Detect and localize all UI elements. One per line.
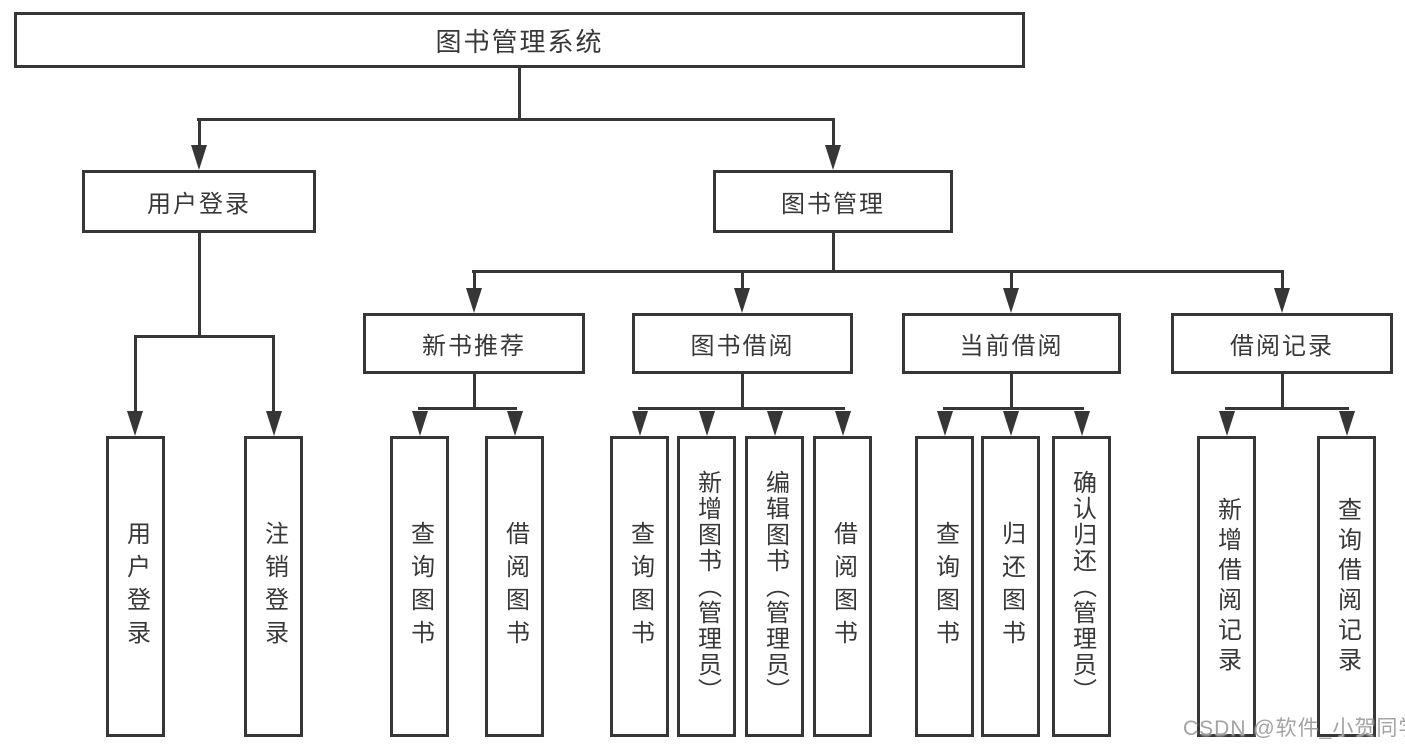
node-root-label: 图书管理系统	[435, 26, 604, 57]
node-current-borrow: 当前借阅	[902, 313, 1121, 374]
arrowhead-return-book	[1003, 411, 1019, 436]
leaf-query-borrow-record-label: 查询借阅记录	[1333, 496, 1361, 677]
arrowhead-add-book	[699, 411, 715, 436]
connector-borrow-records-rail	[1225, 407, 1349, 410]
arrowhead-query-books-2	[632, 411, 648, 436]
arrowhead-add-borrow-record	[1219, 411, 1235, 436]
leaf-query-books-1-label: 查询图书	[406, 520, 434, 653]
leaf-add-book-admin: 新增图书（管理员）	[677, 436, 736, 737]
connector-borrow-records-trunk	[1281, 374, 1284, 410]
connector-book-borrow-trunk	[741, 374, 744, 410]
node-new-book-recommend-label: 新书推荐	[422, 333, 526, 360]
connector-stem-current-borrow	[1010, 270, 1013, 292]
leaf-borrow-books-1: 借阅图书	[485, 436, 544, 737]
node-borrow-records-label: 借阅记录	[1230, 333, 1334, 360]
node-root: 图书管理系统	[14, 12, 1025, 68]
leaf-return-book-label: 归还图书	[997, 520, 1025, 653]
leaf-return-book: 归还图书	[981, 436, 1040, 737]
leaf-logout: 注销登录	[244, 436, 303, 737]
node-user-login-label: 用户登录	[147, 191, 251, 218]
connector-user-login-trunk	[198, 233, 201, 335]
node-book-borrow: 图书借阅	[632, 313, 853, 374]
arrowhead-query-borrow-record	[1339, 411, 1355, 436]
arrowhead-borrow-books-2	[835, 411, 851, 436]
connector-stem-borrow-records	[1281, 270, 1284, 292]
node-book-management: 图书管理	[713, 170, 953, 233]
leaf-confirm-return-admin: 确认归还（管理员）	[1052, 436, 1111, 737]
connector-current-borrow-trunk	[1010, 374, 1013, 410]
connector-new-book-trunk	[473, 374, 476, 410]
arrowhead-current-borrow	[1003, 288, 1019, 313]
connector-book-management-trunk	[832, 233, 835, 273]
leaf-edit-book-admin: 编辑图书（管理员）	[745, 436, 804, 737]
connector-stem-leaf-logout	[272, 335, 275, 414]
connector-stem-book-management	[832, 118, 835, 148]
node-book-management-label: 图书管理	[781, 191, 885, 218]
leaf-query-books-1: 查询图书	[390, 436, 449, 737]
leaf-query-books-2: 查询图书	[610, 436, 669, 737]
arrowhead-confirm-return	[1074, 411, 1090, 436]
leaf-add-borrow-record-label: 新增借阅记录	[1213, 496, 1241, 677]
leaf-query-books-3: 查询图书	[915, 436, 974, 737]
arrowhead-book-borrow	[734, 288, 750, 313]
leaf-query-books-3-label: 查询图书	[931, 520, 959, 653]
connector-stem-leaf-login	[134, 335, 137, 414]
leaf-add-borrow-record: 新增借阅记录	[1197, 436, 1256, 737]
csdn-watermark: CSDN @软件_小贺同学	[1183, 717, 1405, 740]
leaf-user-login: 用户登录	[106, 436, 165, 737]
node-user-login: 用户登录	[82, 170, 316, 233]
arrowhead-leaf-login	[127, 411, 143, 436]
node-new-book-recommend: 新书推荐	[363, 313, 585, 374]
leaf-borrow-books-2-label: 借阅图书	[829, 520, 857, 653]
connector-user-login-rail	[134, 335, 275, 338]
connector-book-borrow-rail	[638, 407, 845, 410]
arrowhead-borrow-books-1	[507, 411, 523, 436]
leaf-user-login-label: 用户登录	[122, 520, 150, 653]
connector-level2-rail	[197, 118, 835, 121]
arrowhead-query-books-3	[937, 411, 953, 436]
connector-new-book-rail	[418, 407, 517, 410]
leaf-confirm-return-admin-label: 确认归还（管理员）	[1068, 469, 1096, 704]
connector-stem-new-book	[473, 270, 476, 292]
connector-current-borrow-rail	[943, 407, 1084, 410]
connector-level3-rail	[472, 270, 1284, 273]
arrowhead-edit-book	[767, 411, 783, 436]
connector-stem-book-borrow	[741, 270, 744, 292]
leaf-query-borrow-record: 查询借阅记录	[1317, 436, 1376, 737]
node-borrow-records: 借阅记录	[1171, 313, 1393, 374]
arrowhead-user-login	[191, 145, 207, 170]
arrowhead-borrow-records	[1274, 288, 1290, 313]
leaf-borrow-books-2: 借阅图书	[813, 436, 872, 737]
leaf-logout-label: 注销登录	[260, 520, 288, 653]
arrowhead-new-book	[466, 288, 482, 313]
connector-root-trunk	[518, 68, 521, 118]
node-book-borrow-label: 图书借阅	[690, 333, 795, 360]
leaf-borrow-books-1-label: 借阅图书	[501, 520, 529, 653]
arrowhead-query-books-1	[412, 411, 428, 436]
connector-stem-user-login	[198, 118, 201, 148]
arrowhead-book-management	[825, 145, 841, 170]
leaf-add-book-admin-label: 新增图书（管理员）	[693, 469, 721, 704]
arrowhead-leaf-logout	[266, 411, 282, 436]
node-current-borrow-label: 当前借阅	[959, 333, 1064, 360]
leaf-edit-book-admin-label: 编辑图书（管理员）	[761, 469, 789, 704]
leaf-query-books-2-label: 查询图书	[626, 520, 654, 653]
